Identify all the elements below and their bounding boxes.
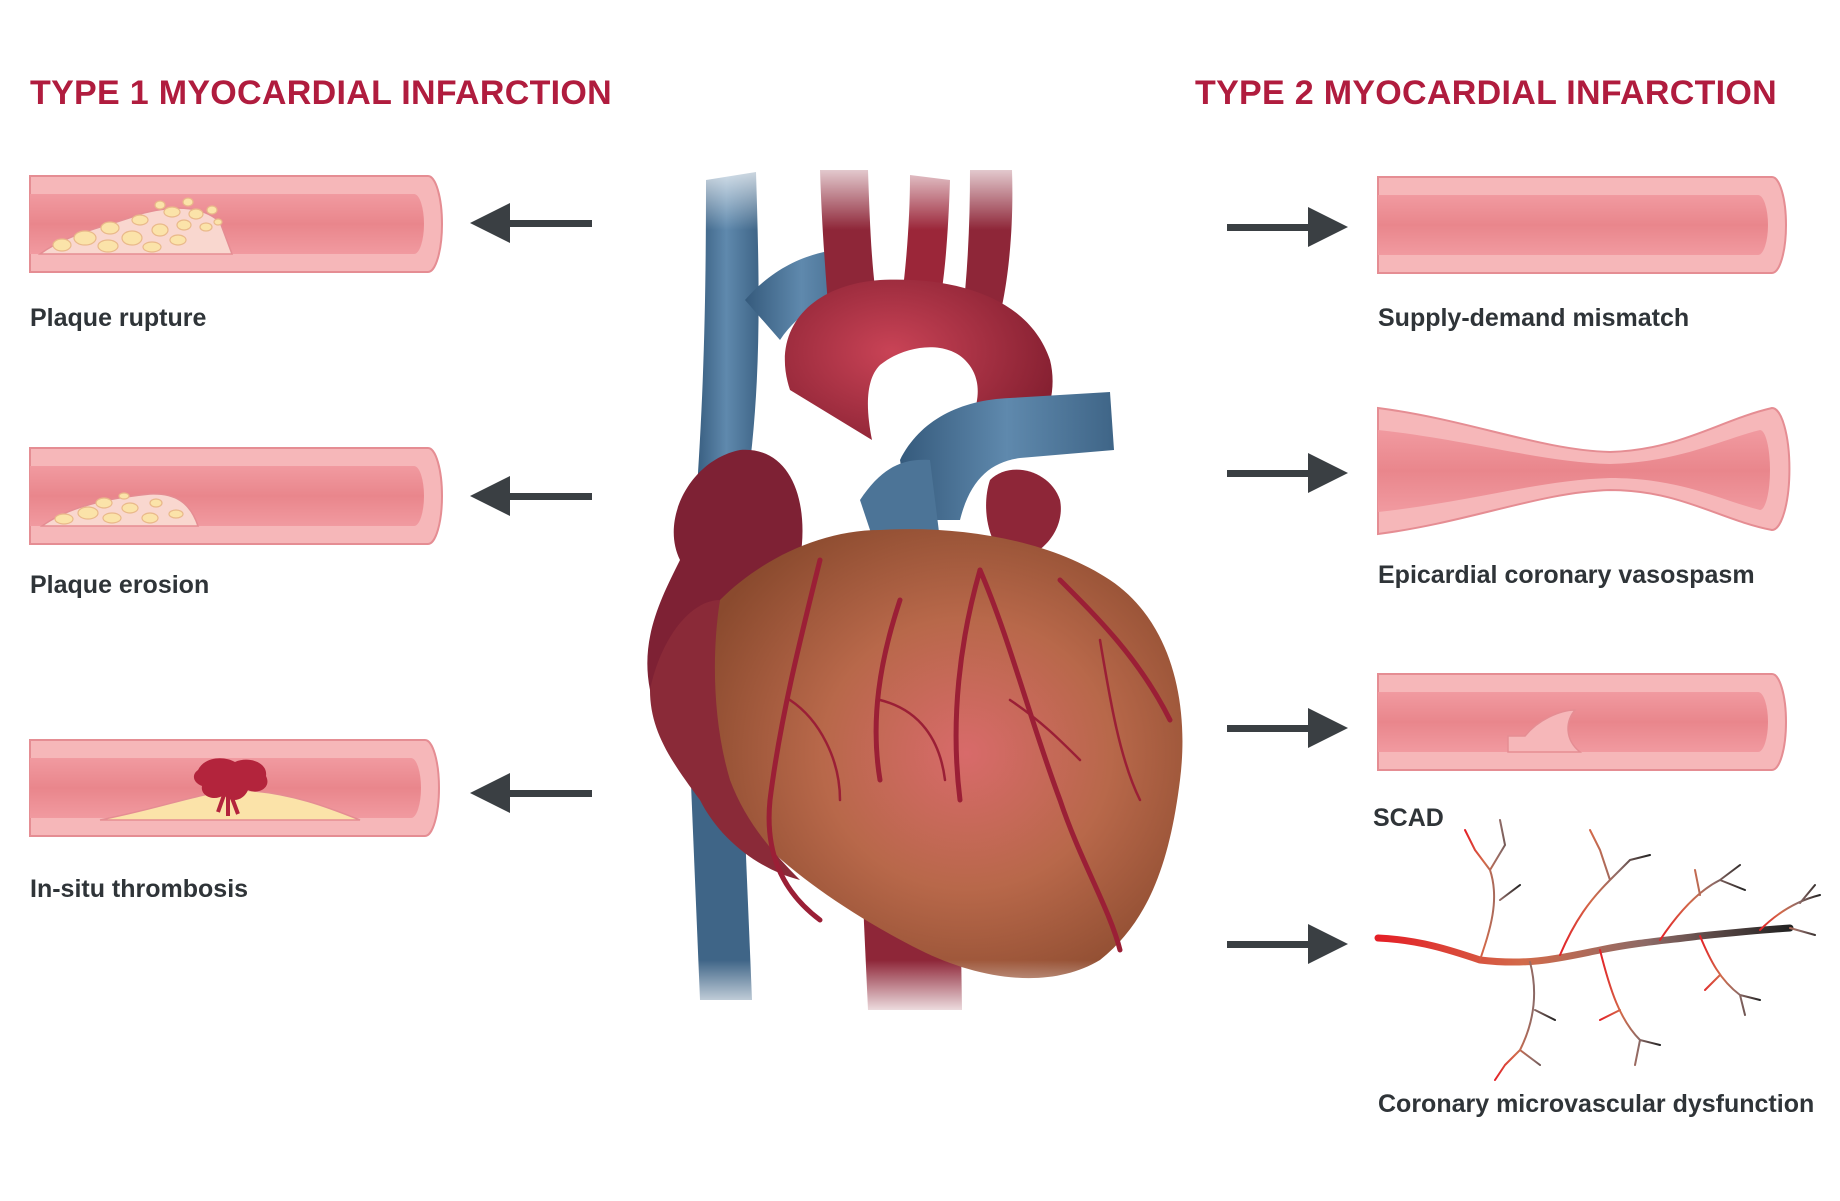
coronary-arteries [766, 557, 1173, 953]
label-in-situ-thrombosis: In-situ thrombosis [30, 875, 249, 903]
vessel-plaque-rupture [29, 175, 443, 273]
type1-arrows [470, 203, 592, 813]
label-vasospasm: Epicardial coronary vasospasm [1378, 561, 1755, 589]
arrow-left-icon [470, 203, 592, 243]
type2-arrows [1227, 207, 1348, 964]
microvasculature-icon [1374, 819, 1821, 1081]
label-plaque-erosion: Plaque erosion [30, 571, 210, 599]
vessel-vasospasm [1377, 406, 1791, 536]
arrow-right-icon [1227, 708, 1348, 748]
type1-heading: TYPE 1 MYOCARDIAL INFARCTION [30, 74, 613, 112]
vessel-in-situ-thrombosis [29, 739, 440, 837]
arrow-left-icon [470, 476, 592, 516]
arrow-right-icon [1227, 924, 1348, 964]
vessel-plaque-erosion [29, 447, 443, 545]
arrow-left-icon [470, 773, 592, 813]
arrow-right-icon [1227, 453, 1348, 493]
label-supply-demand: Supply-demand mismatch [1378, 304, 1690, 332]
vessel-supply-demand [1377, 176, 1787, 274]
label-microvascular: Coronary microvascular dysfunction [1378, 1090, 1815, 1118]
heart-illustration [640, 150, 1183, 1020]
thrombus [193, 758, 268, 816]
label-plaque-rupture: Plaque rupture [30, 304, 207, 332]
type2-heading: TYPE 2 MYOCARDIAL INFARCTION [1195, 74, 1778, 112]
vessel-scad [1377, 673, 1787, 771]
label-scad: SCAD [1373, 804, 1444, 832]
plaque-particles [54, 492, 184, 525]
arrow-right-icon [1227, 207, 1348, 247]
plaque-particles [52, 197, 223, 253]
